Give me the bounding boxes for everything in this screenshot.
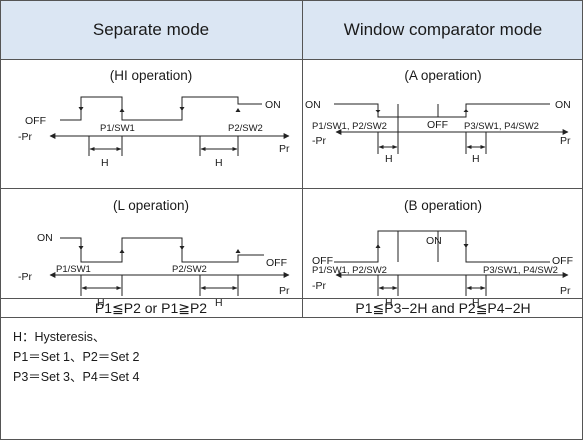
window-comparator-mode-header: Window comparator mode (343, 20, 543, 39)
switching-arrows (78, 107, 469, 253)
l-on-label: ON (37, 232, 53, 244)
hi-operation-title: (HI operation) (109, 68, 193, 83)
b-on-label: ON (426, 235, 442, 247)
l-p1-label: P1/SW1 (56, 264, 91, 275)
a-operation-title: (A operation) (404, 68, 482, 83)
hi-pr-label: Pr (279, 143, 290, 155)
separate-mode-condition: P1≦P2 or P1≧P2 (94, 300, 208, 316)
b-operation-diagram (334, 230, 569, 296)
b-pr-label: Pr (560, 285, 571, 297)
a-neg-pr-label: -Pr (312, 135, 327, 147)
a-p-right-label: P3/SW1, P4/SW2 (464, 121, 539, 132)
a-h-right-label: H (472, 153, 480, 165)
l-neg-pr-label: -Pr (18, 271, 33, 283)
a-operation-diagram (334, 103, 569, 154)
a-off-label: OFF (427, 119, 448, 131)
l-h-right-label: H (215, 297, 223, 309)
l-off-label: OFF (266, 257, 287, 269)
b-p-left-label: P1/SW1, P2/SW2 (312, 265, 387, 276)
a-h-left-label: H (385, 153, 393, 165)
b-off-right-label: OFF (552, 255, 573, 267)
hi-p2-label: P2/SW2 (228, 123, 263, 134)
window-mode-condition: P1≦P3−2H and P2≦P4−2H (355, 300, 531, 316)
hi-on-label: ON (265, 99, 281, 111)
note-hysteresis: H：Hysteresis、 (13, 330, 106, 344)
b-h-right-label: H (472, 297, 480, 309)
hi-off-label: OFF (25, 115, 46, 127)
a-on-left-label: ON (305, 99, 321, 111)
hi-h-left-label: H (101, 157, 109, 169)
b-operation-title: (B operation) (403, 198, 483, 213)
hi-p1-label: P1/SW1 (100, 123, 135, 134)
l-p2-label: P2/SW2 (172, 264, 207, 275)
note-set-3-4: P3＝Set 3、P4＝Set 4 (13, 370, 140, 384)
l-operation-title: (L operation) (112, 198, 190, 213)
l-h-left-label: H (97, 297, 105, 309)
hi-h-right-label: H (215, 157, 223, 169)
l-pr-label: Pr (279, 285, 290, 297)
a-on-right-label: ON (555, 99, 571, 111)
b-p-right-label: P3/SW1, P4/SW2 (483, 265, 558, 276)
b-h-left-label: H (385, 297, 393, 309)
a-pr-label: Pr (560, 135, 571, 147)
b-neg-pr-label: -Pr (312, 280, 327, 292)
hi-operation-diagram (49, 96, 290, 156)
header-background (1, 1, 582, 59)
hi-neg-pr-label: -Pr (18, 131, 33, 143)
note-set-1-2: P1＝Set 1、P2＝Set 2 (13, 350, 140, 364)
separate-mode-header: Separate mode (92, 20, 210, 39)
b-off-left-label: OFF (312, 255, 333, 267)
a-p-left-label: P1/SW1, P2/SW2 (312, 121, 387, 132)
